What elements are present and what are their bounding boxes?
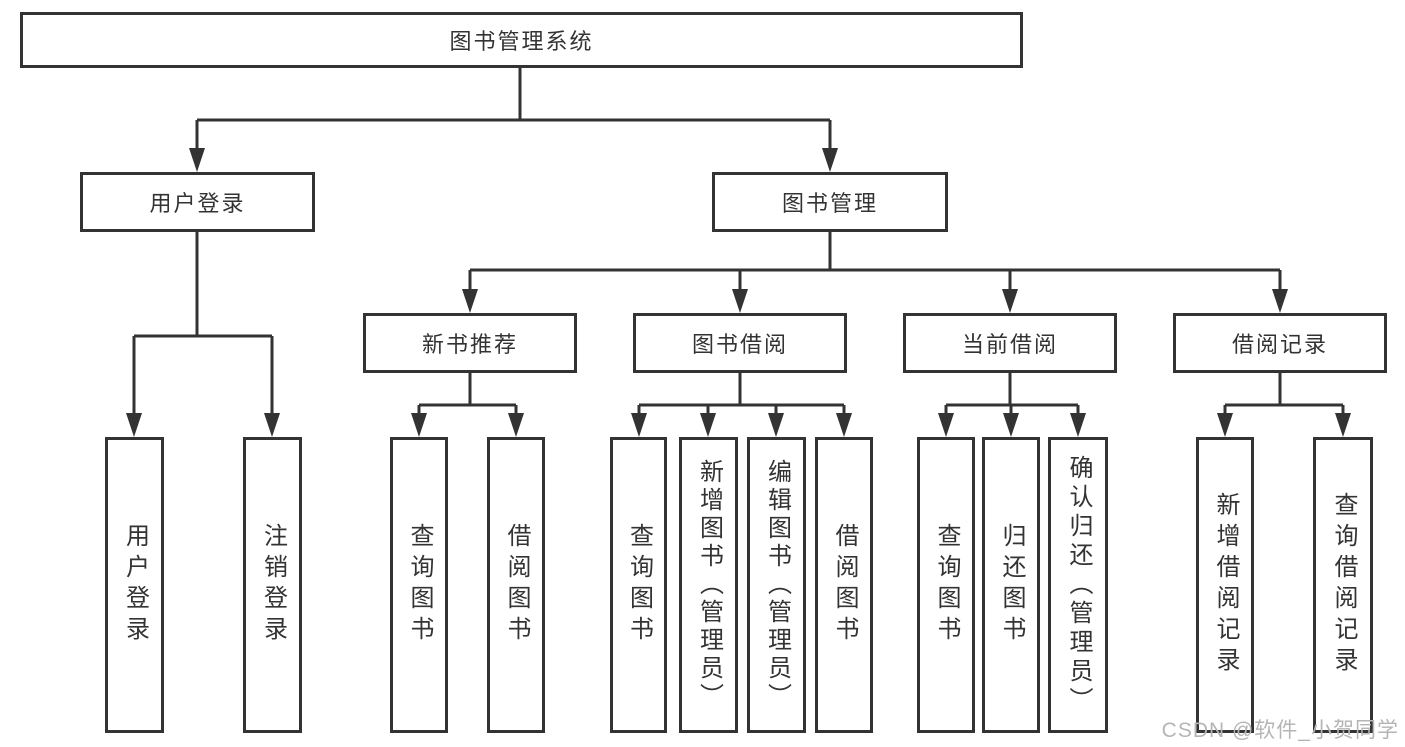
arrowhead-down — [462, 289, 478, 313]
connector-book-management-branch — [468, 232, 1282, 292]
node-label: 编辑图书（管理员） — [763, 459, 791, 711]
leaf-query-books-borrowing: 查询图书 — [610, 437, 667, 733]
leaf-add-books-admin: 新增图书（管理员） — [679, 437, 738, 733]
arrowhead-down — [411, 413, 427, 437]
leaf-edit-books-admin: 编辑图书（管理员） — [747, 437, 806, 733]
arrowhead-down — [631, 413, 647, 437]
connector-user-login-branch — [132, 232, 274, 415]
node-label: 新书推荐 — [421, 332, 518, 357]
connector-book-borrowing-branch — [637, 373, 846, 416]
node-new-book-recommend: 新书推荐 — [363, 313, 577, 373]
node-label: 查询图书 — [933, 523, 960, 647]
arrowhead-down — [264, 413, 280, 437]
leaf-confirm-return-admin: 确认归还（管理员） — [1048, 437, 1108, 733]
arrowhead-down — [1217, 413, 1233, 437]
node-label: 图书管理 — [781, 191, 878, 216]
node-user-login: 用户登录 — [80, 172, 315, 232]
arrowhead-down — [700, 413, 716, 437]
arrowhead-down — [822, 148, 838, 172]
arrowhead-down — [768, 413, 784, 437]
arrowhead-down — [126, 413, 142, 437]
node-current-borrowing: 当前借阅 — [903, 313, 1117, 373]
node-label: 用户登录 — [121, 523, 149, 647]
leaf-query-books-current: 查询图书 — [917, 437, 975, 733]
connector-current-borrowing-branch — [944, 373, 1080, 416]
arrowhead-down — [1335, 413, 1351, 437]
node-label: 注销登录 — [259, 523, 287, 647]
node-label: 图书管理系统 — [449, 29, 594, 54]
leaf-borrow-books-recommend: 借阅图书 — [487, 437, 545, 733]
connector-new-book-branch — [417, 373, 518, 416]
leaf-user-login: 用户登录 — [105, 437, 164, 733]
arrowhead-down — [189, 148, 205, 172]
node-label: 借阅图书 — [503, 523, 530, 647]
node-label: 借阅记录 — [1231, 332, 1328, 357]
node-borrow-records: 借阅记录 — [1173, 313, 1387, 373]
node-label: 当前借阅 — [961, 332, 1058, 357]
arrowhead-down — [508, 413, 524, 437]
node-label: 确认归还（管理员） — [1065, 454, 1092, 716]
leaf-query-borrow-record: 查询借阅记录 — [1313, 437, 1373, 733]
leaf-add-borrow-record: 新增借阅记录 — [1196, 437, 1254, 733]
node-book-management: 图书管理 — [712, 172, 948, 232]
leaf-logout: 注销登录 — [243, 437, 302, 733]
arrowhead-down — [732, 289, 748, 313]
arrowhead-down — [1070, 413, 1086, 437]
node-label: 查询图书 — [406, 523, 433, 647]
node-label: 归还图书 — [998, 523, 1025, 647]
leaf-return-books: 归还图书 — [982, 437, 1040, 733]
node-library-management-system: 图书管理系统 — [20, 12, 1023, 68]
node-book-borrowing: 图书借阅 — [633, 313, 847, 373]
arrowhead-down — [938, 413, 954, 437]
leaf-borrow-books-borrowing: 借阅图书 — [815, 437, 873, 733]
node-label: 查询图书 — [625, 523, 653, 647]
node-label: 图书借阅 — [691, 332, 788, 357]
node-label: 用户登录 — [149, 191, 246, 216]
node-label: 新增借阅记录 — [1212, 492, 1239, 678]
connector-borrow-records-branch — [1223, 373, 1345, 416]
leaf-query-books-recommend: 查询图书 — [390, 437, 448, 733]
node-label: 查询借阅记录 — [1330, 492, 1357, 678]
node-label: 新增图书（管理员） — [695, 459, 723, 711]
arrowhead-down — [836, 413, 852, 437]
connector-root-branch — [195, 68, 832, 150]
arrowhead-down — [1272, 289, 1288, 313]
node-label: 借阅图书 — [831, 523, 858, 647]
csdn-watermark: CSDN @软件_小贺同学 — [1161, 719, 1399, 742]
arrowhead-down — [1002, 289, 1018, 313]
arrowhead-down — [1003, 413, 1019, 437]
